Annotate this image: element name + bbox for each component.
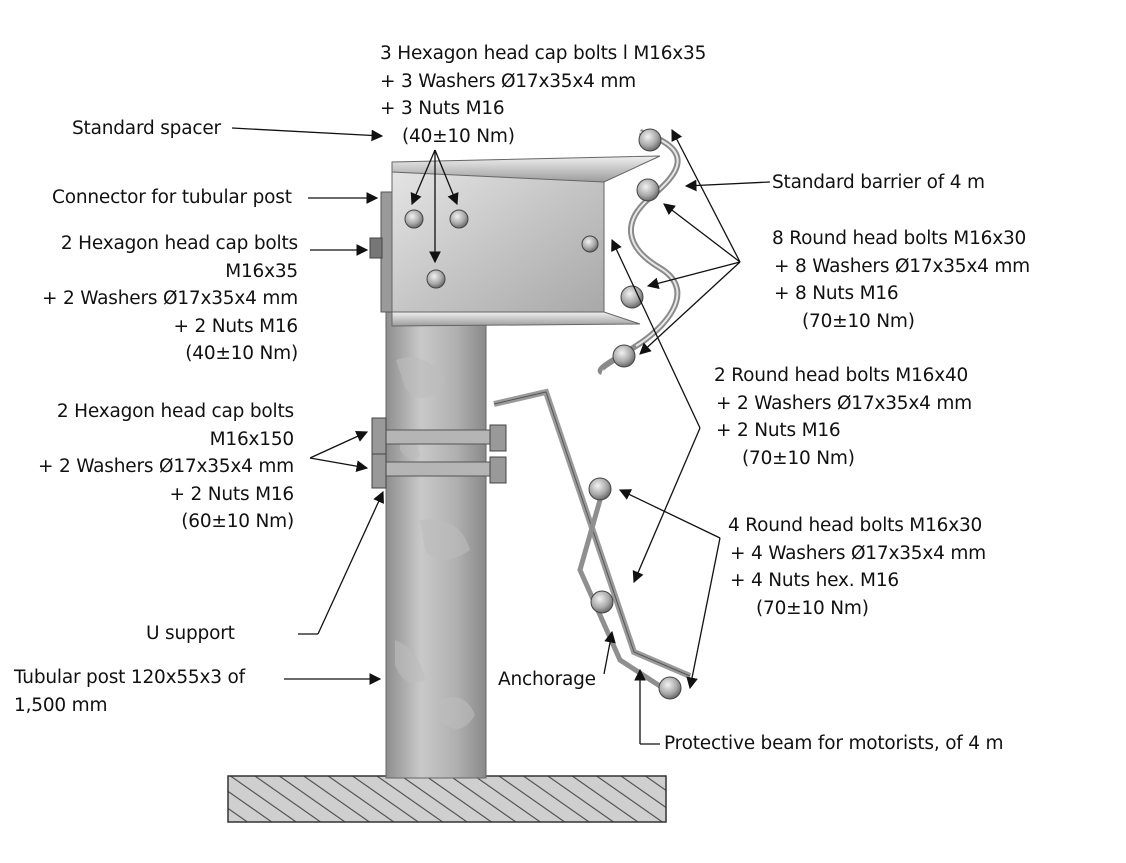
label-line: Standard barrier of 4 m	[772, 172, 985, 193]
barrier-bolt-3	[620, 285, 644, 309]
label-line: M16x35	[225, 260, 298, 282]
label-line: (70±10 Nm)	[802, 310, 915, 332]
label-top-bolts: 3 Hexagon head cap bolts l M16x35 + 3 Wa…	[380, 40, 706, 150]
label-anchorage: Anchorage	[498, 666, 596, 694]
leader-lines	[231, 127, 771, 745]
u-support-bar-2	[377, 461, 499, 477]
label-protective-beam: Protective beam for motorists, of 4 m	[664, 730, 1004, 758]
side-bolt-head	[581, 235, 599, 253]
ground-hatch	[227, 775, 667, 823]
label-round-bolts-8: 8 Round head bolts M16x30 + 8 Washers Ø1…	[772, 225, 1030, 335]
label-u-support: U support	[146, 620, 235, 648]
label-line: + 3 Washers Ø17x35x4 mm	[380, 70, 636, 92]
barrier-bolt-1	[638, 128, 662, 152]
u-support-bar-1	[377, 429, 499, 445]
label-line: (60±10 Nm)	[181, 511, 294, 532]
label-left-bolts-small: 2 Hexagon head cap bolts M16x35 + 2 Wash…	[42, 230, 298, 368]
label-tubular-post: Tubular post 120x55x3 of 1,500 mm	[14, 664, 245, 719]
label-line: 4 Round head bolts M16x30	[728, 515, 983, 536]
label-line: U support	[146, 623, 235, 644]
label-line: + 4 Nuts hex. M16	[730, 570, 899, 591]
standard-barrier-highlight	[629, 131, 679, 347]
label-line: (70±10 Nm)	[756, 597, 869, 619]
label-line: Standard spacer	[72, 118, 221, 139]
label-standard-spacer: Standard spacer	[72, 115, 221, 143]
label-line: Protective beam for motorists, of 4 m	[664, 733, 1004, 754]
label-line: Connector for tubular post	[52, 187, 292, 208]
label-line: + 2 Nuts M16	[169, 483, 295, 505]
label-line: M16x150	[209, 428, 295, 450]
label-line: (40±10 Nm)	[185, 343, 298, 364]
label-line: + 2 Nuts M16	[716, 420, 841, 441]
label-line: + 3 Nuts M16	[380, 98, 505, 119]
anchorage-strap-edge	[493, 391, 691, 677]
label-line: (40±10 Nm)	[402, 125, 515, 147]
spacer-body	[391, 171, 605, 325]
label-line: + 8 Nuts M16	[774, 283, 899, 304]
label-round-bolts-2: 2 Round head bolts M16x40 + 2 Washers Ø1…	[714, 362, 972, 472]
spacer-bolt-1	[404, 209, 424, 229]
label-line: 2 Round head bolts M16x40	[714, 365, 969, 386]
label-line: 2 Hexagon head cap bolts	[60, 233, 298, 254]
label-line: + 4 Washers Ø17x35x4 mm	[730, 542, 986, 564]
spacer-bolt-2	[449, 209, 469, 229]
spacer-bottom-flange	[391, 311, 641, 327]
protective-bolt-2	[590, 590, 614, 614]
label-line: 2 Hexagon head cap bolts	[56, 401, 294, 422]
u-nut-1	[489, 424, 507, 452]
label-left-bolts-long: 2 Hexagon head cap bolts M16x150 + 2 Was…	[38, 398, 294, 536]
label-line: + 2 Washers Ø17x35x4 mm	[716, 392, 972, 414]
connector-plate	[380, 191, 394, 313]
label-line: Anchorage	[498, 669, 596, 690]
label-line: + 2 Washers Ø17x35x4 mm	[42, 288, 298, 309]
label-line: + 2 Nuts M16	[173, 315, 299, 337]
label-line: 8 Round head bolts M16x30	[772, 228, 1027, 249]
protective-bolt-1	[588, 477, 612, 501]
label-line: 1,500 mm	[14, 694, 108, 716]
label-connector: Connector for tubular post	[52, 184, 292, 212]
label-line: (70±10 Nm)	[742, 447, 855, 469]
barrier-bolt-2	[636, 178, 660, 202]
spacer-side-bolt	[369, 237, 383, 259]
label-line: Tubular post 120x55x3 of	[14, 667, 245, 688]
u-bolt-head-2	[371, 453, 387, 489]
u-bolt-head-1	[371, 417, 387, 455]
barrier-bolt-4	[612, 344, 636, 368]
label-line: + 2 Washers Ø17x35x4 mm	[38, 456, 294, 477]
label-round-bolts-4: 4 Round head bolts M16x30 + 4 Washers Ø1…	[728, 512, 986, 622]
protective-bolt-3	[658, 676, 682, 700]
label-line: + 8 Washers Ø17x35x4 mm	[774, 255, 1030, 277]
post-camouflage-texture	[395, 357, 475, 729]
label-standard-barrier: Standard barrier of 4 m	[772, 169, 985, 197]
u-nut-2	[489, 456, 507, 484]
spacer-bolt-3	[426, 269, 446, 289]
label-line: 3 Hexagon head cap bolts l M16x35	[380, 43, 707, 64]
spacer-top-flange	[391, 155, 661, 183]
